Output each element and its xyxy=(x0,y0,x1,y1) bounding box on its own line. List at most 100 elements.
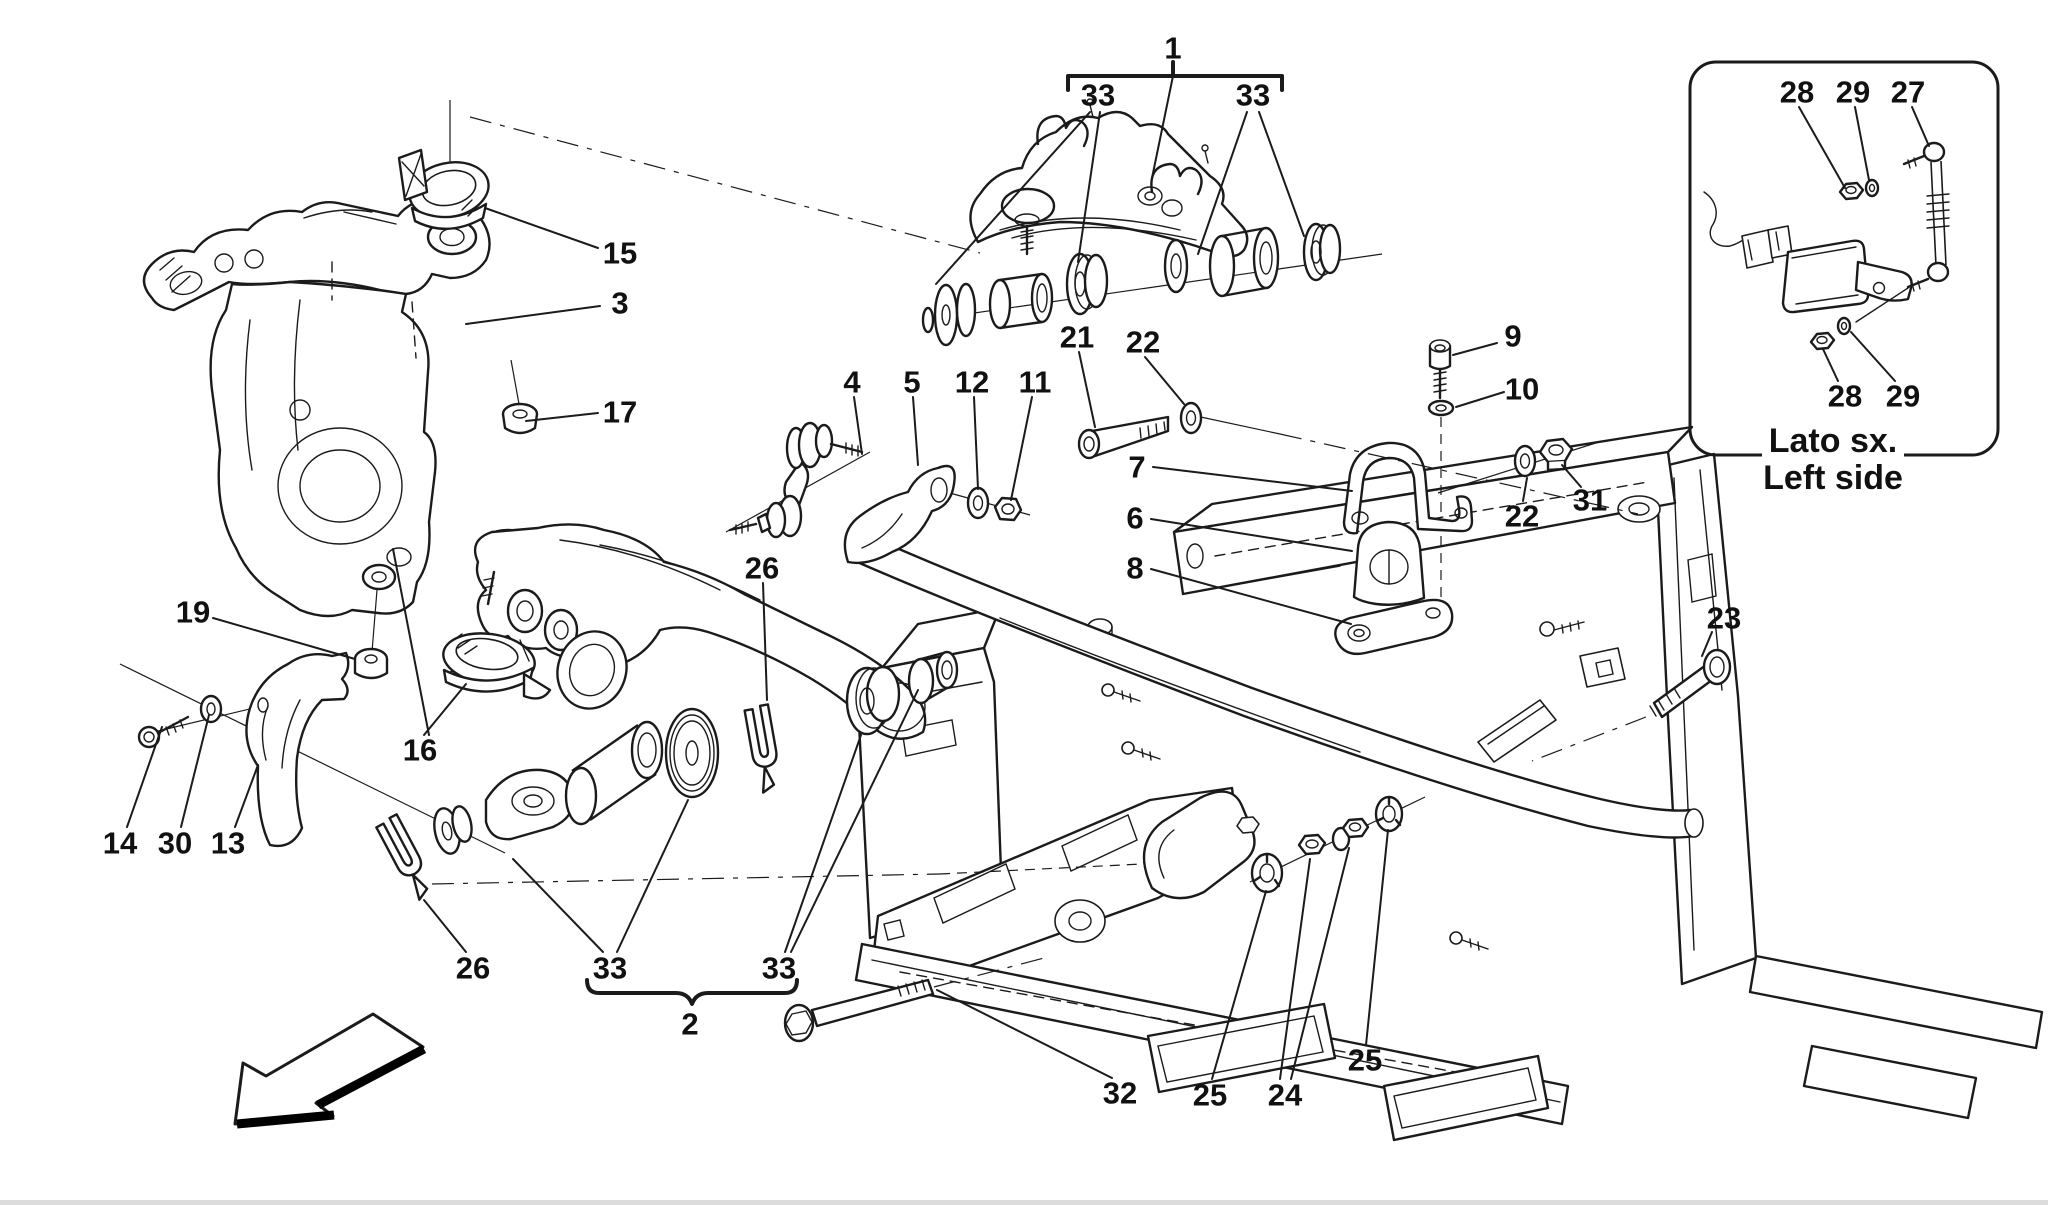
leader-line-3-4 xyxy=(465,305,601,325)
part-22-washer-right xyxy=(1513,444,1537,478)
window-edge xyxy=(0,1200,2048,1205)
stabilizer-mount-parts xyxy=(1334,339,1603,656)
leader-line-16-21 xyxy=(423,683,467,736)
callout-1-0: 1 xyxy=(1164,31,1181,66)
part-11-nut xyxy=(993,496,1023,522)
leader-line-22-11 xyxy=(1144,356,1185,405)
part-29-washer-top xyxy=(1864,178,1880,198)
part-5-bracket xyxy=(843,464,956,565)
part-13-bracket xyxy=(245,651,350,848)
callout-29-4: 29 xyxy=(1886,379,1920,414)
part-9-bolt xyxy=(1428,339,1452,400)
callout-19-20: 19 xyxy=(176,595,210,630)
leader-line-6-17 xyxy=(1150,518,1353,552)
callout-25-30: 25 xyxy=(1193,1078,1227,1113)
leader-line-26-19 xyxy=(762,582,768,701)
callout-2-28: 2 xyxy=(681,1007,698,1042)
leader-line-28-3 xyxy=(1822,348,1839,382)
fastener-cluster xyxy=(1236,795,1426,894)
part-33-bushings-upper xyxy=(921,222,1342,347)
leader-line-32-29 xyxy=(936,989,1113,1079)
callout-13-24: 13 xyxy=(211,826,245,861)
callout-24-31: 24 xyxy=(1268,1078,1303,1113)
leader-line-13-24 xyxy=(234,764,259,828)
leader-line-33-27 xyxy=(784,734,862,953)
leader-line-33-2 xyxy=(1258,111,1305,237)
inset-artwork xyxy=(1703,141,1950,351)
callout-22-14: 22 xyxy=(1505,499,1539,534)
callout-30-23: 30 xyxy=(158,826,192,861)
leader-line-24-31 xyxy=(1290,847,1350,1080)
callout-5-7: 5 xyxy=(903,365,920,400)
part-33-ball-joint-stack xyxy=(433,768,575,855)
callout-28-3: 28 xyxy=(1828,379,1862,414)
callout-15-3: 15 xyxy=(603,236,637,271)
callout-28-0: 28 xyxy=(1780,75,1814,110)
inset-caption-english: Left side xyxy=(1763,459,1903,497)
leader-line-1-0 xyxy=(1151,75,1174,179)
inset-callout-layer: 28 29 27 28 29 xyxy=(1780,75,1930,414)
part-30-washer xyxy=(199,694,223,724)
part-22-washer-left xyxy=(1179,401,1203,435)
sensor-body xyxy=(1781,239,1870,314)
group-brace-1 xyxy=(1066,60,1284,92)
leader-line-28-0 xyxy=(1798,106,1846,189)
leader-line-17-5 xyxy=(525,412,599,422)
callout-6-17: 6 xyxy=(1126,501,1143,536)
part-25-slotted-washer xyxy=(1250,852,1284,894)
part-25-slotted-washer-2 xyxy=(1374,795,1404,833)
part-24-nut xyxy=(1297,833,1327,856)
part-23-bolt xyxy=(1531,648,1732,762)
leader-line-22-14 xyxy=(1522,477,1528,502)
part-10-washer xyxy=(1427,399,1455,417)
callout-9-12: 9 xyxy=(1504,319,1521,354)
callout-33-2: 33 xyxy=(1236,78,1270,113)
callout-10-13: 10 xyxy=(1505,372,1539,407)
leader-line-14-22 xyxy=(126,726,163,828)
leader-line-12-8 xyxy=(973,396,979,490)
knuckle-group xyxy=(142,100,981,680)
callout-21-10: 21 xyxy=(1060,320,1094,355)
callout-25-32: 25 xyxy=(1348,1043,1382,1078)
leader-line-5-7 xyxy=(912,396,919,466)
callout-4-6: 4 xyxy=(843,365,861,400)
callout-11-9: 11 xyxy=(1019,365,1052,400)
callout-33-26: 33 xyxy=(593,951,627,986)
callout-27-2: 27 xyxy=(1891,75,1925,110)
group-brace-2 xyxy=(585,978,799,1006)
leader-line-27-2 xyxy=(1911,106,1930,147)
inset-left-side: Lato sx. Left side xyxy=(1688,60,2000,497)
leader-line-29-4 xyxy=(1850,331,1896,382)
part-17-nut xyxy=(501,359,539,435)
leader-line-9-12 xyxy=(1452,342,1498,356)
leader-line-33-27 xyxy=(790,689,919,953)
link-bottom-ball xyxy=(1926,261,1950,283)
callout-12-8: 12 xyxy=(955,365,989,400)
leader-line-8-18 xyxy=(1150,568,1352,625)
callout-33-27: 33 xyxy=(762,951,796,986)
part-3-knuckle xyxy=(142,198,491,618)
leader-line-7-16 xyxy=(1152,466,1353,492)
part-12-washer xyxy=(966,486,990,520)
part-33-bushing-cylinder xyxy=(564,720,664,826)
callout-29-1: 29 xyxy=(1836,75,1870,110)
leader-line-24-31 xyxy=(1279,858,1311,1080)
callout-22-11: 22 xyxy=(1126,325,1160,360)
leader-line-29-1 xyxy=(1854,106,1870,181)
bracket-13-group xyxy=(119,651,506,854)
upper-wishbone-assembly xyxy=(921,98,1639,515)
leader-line-11-9 xyxy=(1010,396,1033,501)
part-33-flanged-disc xyxy=(664,707,720,799)
part-28-nut-top xyxy=(1838,181,1865,201)
callout-32-29: 32 xyxy=(1103,1076,1137,1111)
part-14-bolt xyxy=(137,715,190,749)
part-26-fork-clip-mid xyxy=(743,703,778,794)
leader-line-30-23 xyxy=(180,714,210,828)
callout-14-22: 14 xyxy=(103,826,138,861)
part-32-bolt xyxy=(783,957,1045,1043)
leader-line-4-6 xyxy=(853,396,863,455)
callout-16-21: 16 xyxy=(403,733,437,768)
part-29-washer-bottom xyxy=(1836,316,1852,336)
leader-line-33-1 xyxy=(1077,111,1101,263)
